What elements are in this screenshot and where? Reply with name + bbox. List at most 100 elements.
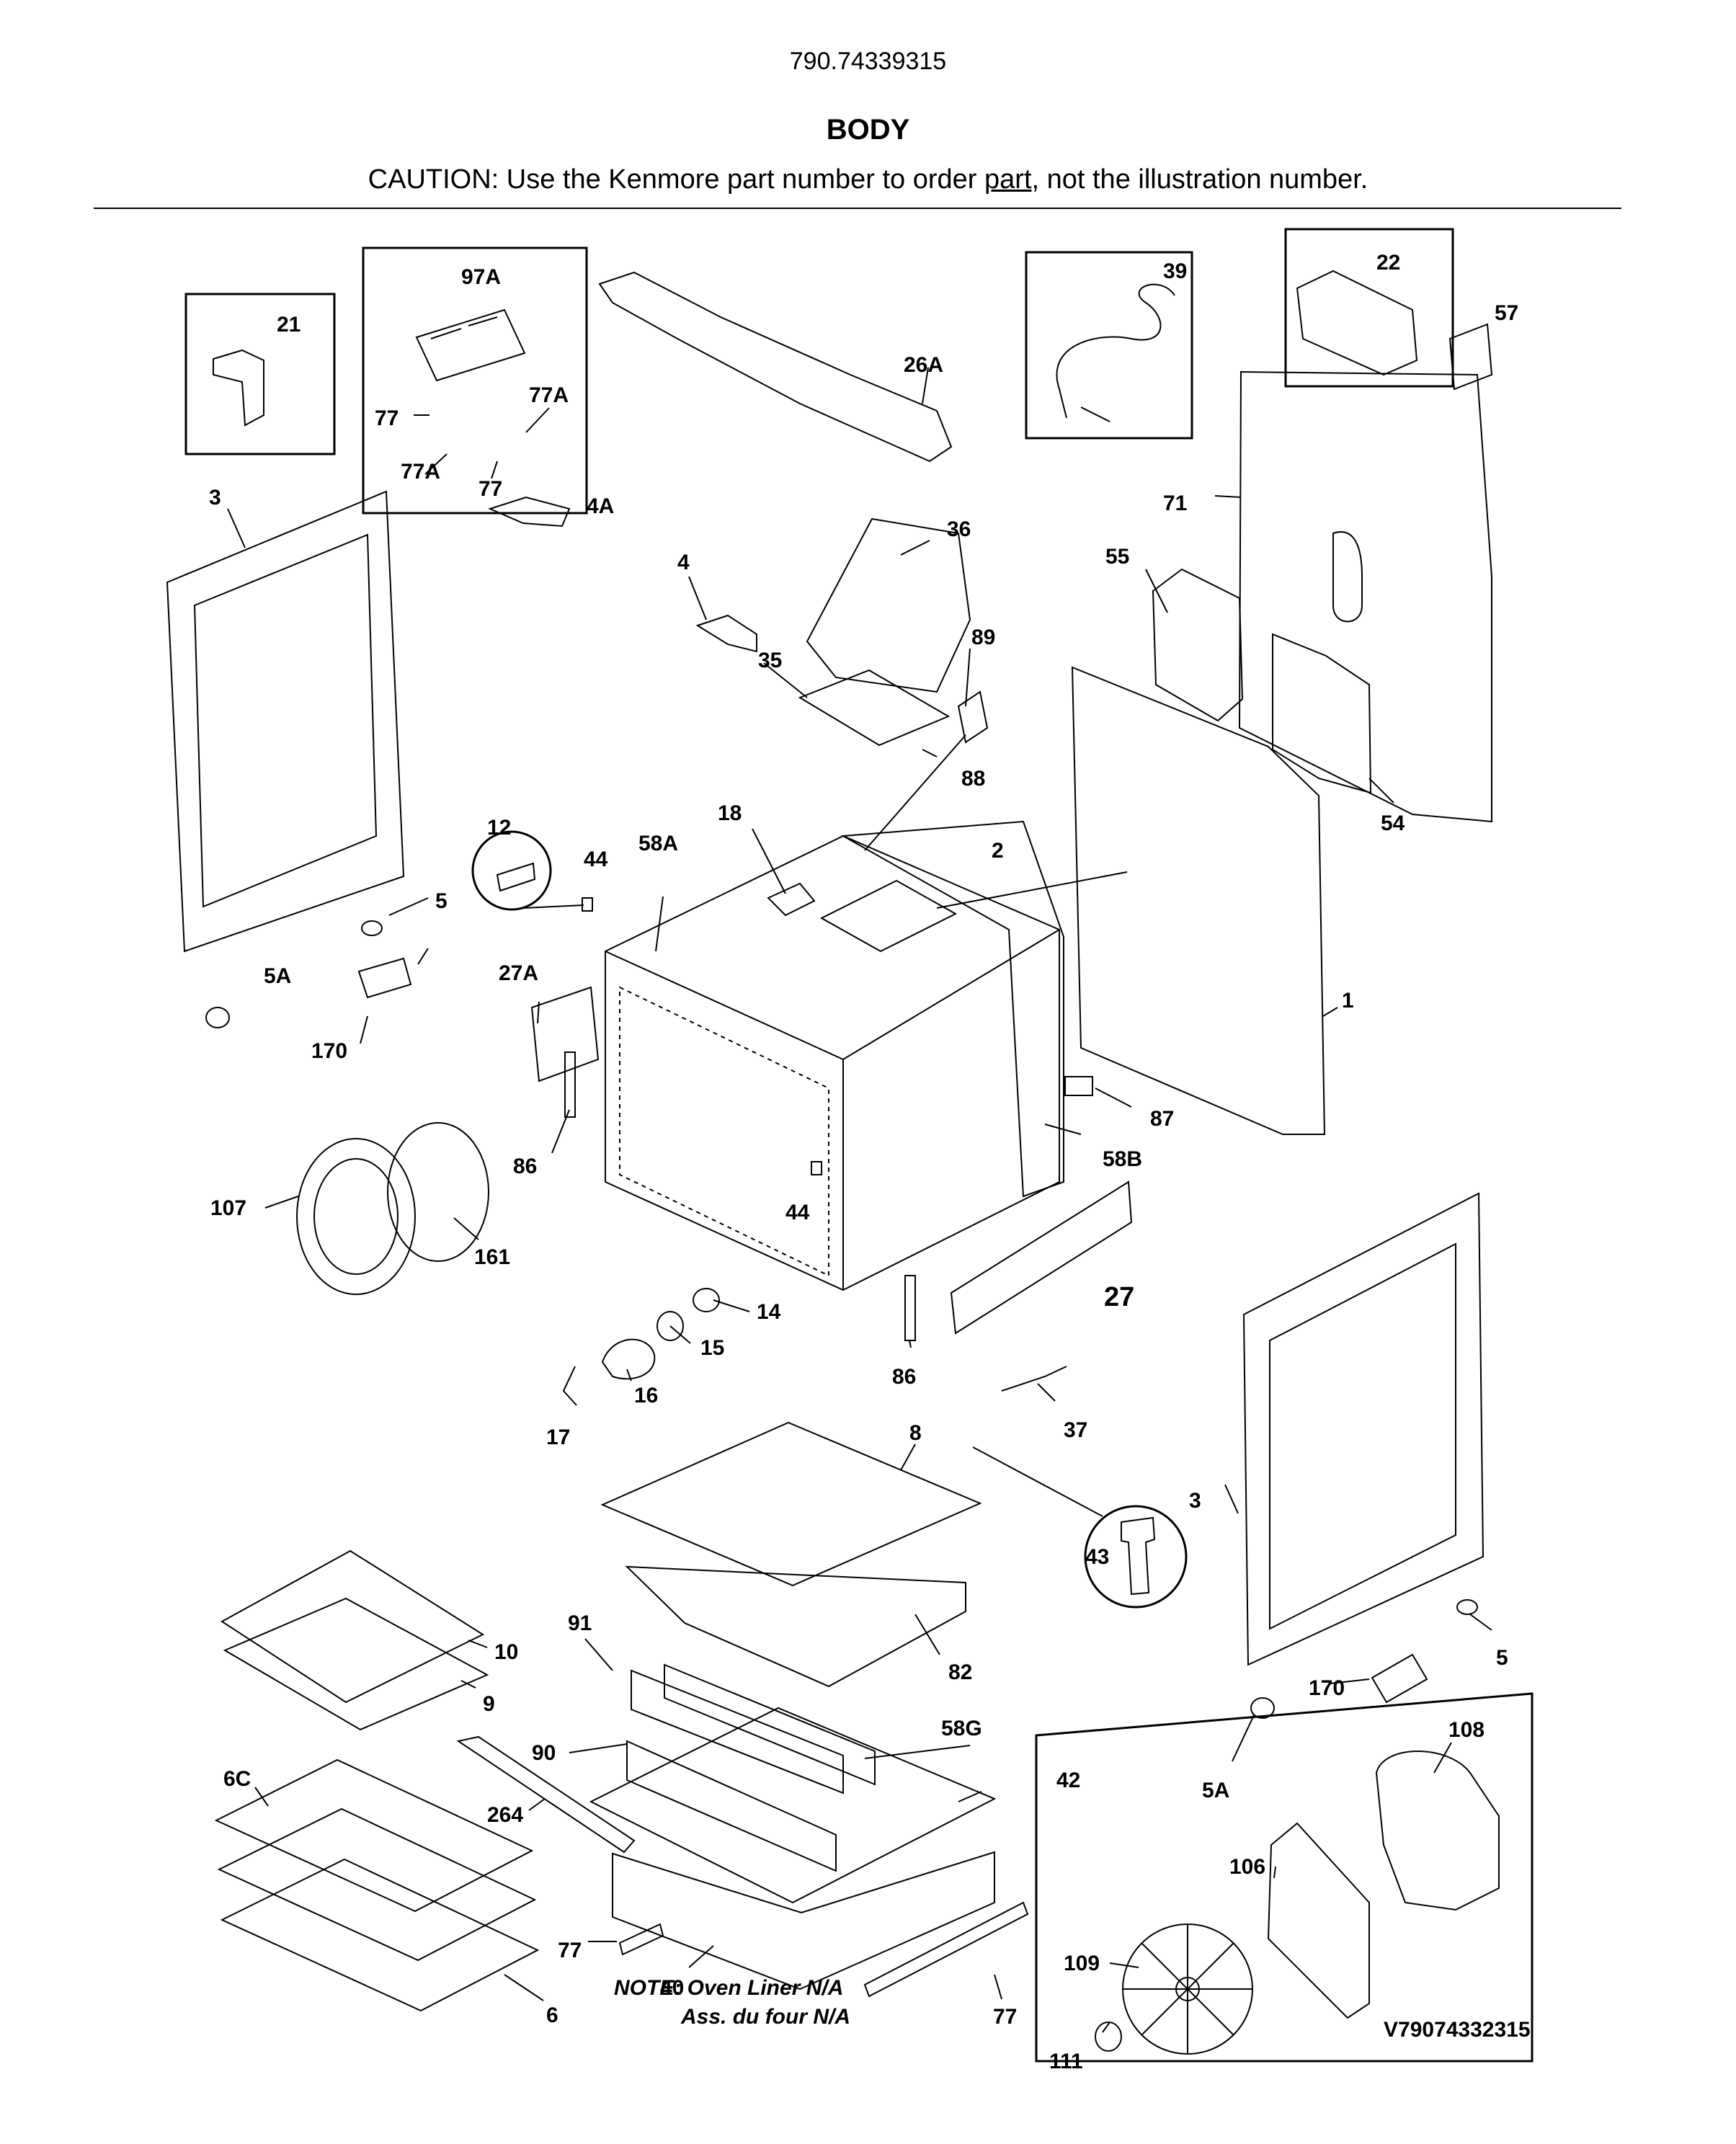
label-39[interactable]: 39: [1163, 259, 1187, 283]
part-86-right: [904, 1275, 916, 1341]
label-6[interactable]: 6: [546, 2003, 558, 2027]
label-4[interactable]: 4: [677, 551, 690, 574]
label-2[interactable]: 2: [992, 839, 1004, 863]
label-12[interactable]: 12: [487, 816, 511, 840]
label-18[interactable]: 18: [718, 801, 742, 825]
label-264[interactable]: 264: [487, 1803, 523, 1827]
label-89[interactable]: 89: [971, 626, 995, 649]
label-10[interactable]: 10: [494, 1640, 518, 1664]
label-58B[interactable]: 58B: [1103, 1147, 1142, 1171]
label-5A-left[interactable]: 5A: [264, 964, 291, 988]
leader-lines: [227, 367, 1492, 2033]
label-15[interactable]: 15: [700, 1336, 724, 1360]
part-26A-shape: [598, 271, 953, 463]
label-90[interactable]: 90: [532, 1741, 556, 1765]
inset-box-39: [1025, 251, 1193, 440]
label-97A[interactable]: 97A: [461, 265, 501, 289]
label-82[interactable]: 82: [948, 1660, 972, 1684]
header-divider: [94, 208, 1621, 209]
part-42-frame: [589, 1707, 997, 1904]
label-170-left[interactable]: 170: [311, 1039, 347, 1063]
label-5-right[interactable]: 5: [1496, 1646, 1508, 1670]
label-77-drawer-left[interactable]: 77: [558, 1939, 582, 1962]
part-6C-rack: [214, 1758, 534, 1913]
part-6-rack-b: [220, 1858, 540, 2012]
label-27[interactable]: 27: [1104, 1282, 1134, 1312]
label-58A[interactable]: 58A: [638, 832, 678, 855]
label-109[interactable]: 109: [1064, 1952, 1100, 1975]
inset-box-97A: [362, 246, 588, 515]
label-77-top[interactable]: 77: [375, 406, 399, 430]
label-106[interactable]: 106: [1229, 1855, 1265, 1879]
label-5A-right[interactable]: 5A: [1202, 1779, 1229, 1802]
label-55[interactable]: 55: [1105, 545, 1129, 569]
label-108[interactable]: 108: [1448, 1718, 1484, 1742]
label-43[interactable]: 43: [1085, 1545, 1109, 1569]
label-5-left[interactable]: 5: [435, 889, 448, 913]
label-77-mid[interactable]: 77: [478, 477, 502, 501]
part-27A-rail: [530, 986, 600, 1082]
label-54[interactable]: 54: [1381, 811, 1405, 835]
label-3-left[interactable]: 3: [209, 486, 221, 510]
label-87[interactable]: 87: [1150, 1107, 1174, 1131]
part-5A-left: [205, 1007, 230, 1028]
caution-link[interactable]: part: [984, 164, 1032, 195]
label-40[interactable]: 40: [660, 1976, 684, 2000]
label-88[interactable]: 88: [961, 767, 985, 791]
label-161[interactable]: 161: [474, 1245, 510, 1269]
label-57[interactable]: 57: [1495, 301, 1518, 325]
label-44-lower[interactable]: 44: [785, 1201, 810, 1224]
section-title: BODY: [826, 114, 910, 146]
part-91-channel: [631, 1669, 844, 1794]
part-44-upper: [582, 897, 593, 912]
label-107[interactable]: 107: [210, 1196, 246, 1220]
inset-box-fan: [1035, 1692, 1534, 2063]
label-22[interactable]: 22: [1376, 251, 1400, 275]
part-labels: 1 2 3 3 4 4A 5 5 5A 5A 6 6C 8 9 10 12 14…: [209, 251, 1518, 2073]
label-26A[interactable]: 26A: [904, 353, 943, 377]
label-36[interactable]: 36: [947, 517, 971, 541]
label-27A[interactable]: 27A: [499, 961, 538, 985]
label-4A[interactable]: 4A: [587, 494, 614, 518]
part-16-lens: [601, 1338, 656, 1380]
inset-box-21: [184, 293, 336, 455]
label-58G[interactable]: 58G: [941, 1717, 982, 1740]
part-10-broiler-grid: [221, 1549, 485, 1704]
part-5A-right: [1250, 1697, 1275, 1719]
label-14[interactable]: 14: [757, 1300, 781, 1324]
label-8[interactable]: 8: [909, 1421, 922, 1445]
part-15-shape: [656, 1311, 684, 1341]
label-6C[interactable]: 6C: [223, 1767, 251, 1791]
part-54-shape: [1272, 633, 1372, 794]
label-77A-left[interactable]: 77A: [401, 460, 440, 484]
label-17[interactable]: 17: [546, 1425, 570, 1449]
label-77A-right[interactable]: 77A: [529, 383, 569, 407]
label-16[interactable]: 16: [634, 1384, 658, 1407]
label-77-drawer-right[interactable]: 77: [993, 2005, 1017, 2029]
label-86-left[interactable]: 86: [513, 1155, 537, 1178]
label-170-right[interactable]: 170: [1309, 1676, 1345, 1700]
part-58A-oven-cavity: [605, 835, 1060, 1291]
label-44-upper[interactable]: 44: [584, 848, 608, 871]
label-21[interactable]: 21: [277, 313, 301, 337]
part-37-wire: [1001, 1366, 1067, 1392]
part-27-rail: [950, 1180, 1133, 1335]
label-42[interactable]: 42: [1056, 1769, 1080, 1792]
label-71[interactable]: 71: [1163, 491, 1187, 515]
part-5-left: [361, 920, 383, 936]
part-18-shape: [767, 882, 816, 917]
part-22-shape: [1296, 270, 1418, 376]
label-91[interactable]: 91: [568, 1611, 592, 1635]
part-89-shape: [957, 690, 989, 744]
label-86-right[interactable]: 86: [892, 1365, 916, 1389]
part-17-clip: [562, 1366, 577, 1406]
label-35[interactable]: 35: [758, 649, 782, 672]
label-37[interactable]: 37: [1064, 1418, 1087, 1442]
part-14-shape: [693, 1288, 720, 1312]
label-1[interactable]: 1: [1342, 989, 1354, 1013]
label-111[interactable]: 111: [1049, 2050, 1083, 2073]
label-3-right[interactable]: 3: [1189, 1489, 1201, 1513]
label-9[interactable]: 9: [483, 1692, 495, 1716]
part-9-broiler-pan: [223, 1597, 489, 1731]
